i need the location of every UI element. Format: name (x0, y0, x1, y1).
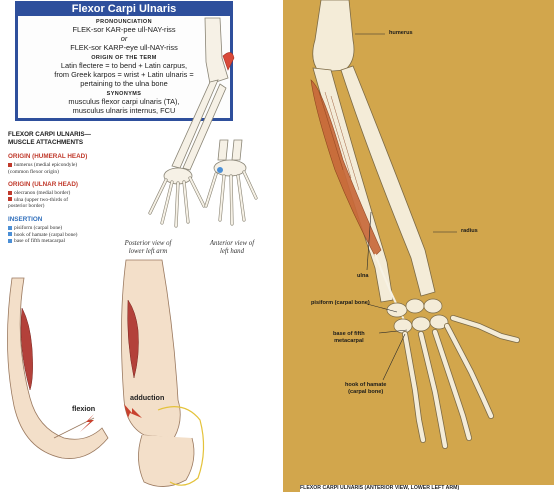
origin-humeral-heading: ORIGIN (HUMERAL HEAD) (8, 153, 88, 160)
label-pisiform: pisiform (carpal bone) (311, 300, 370, 306)
figure-footer: FLEXOR CARPI ULNARIS (ANTERIOR VIEW, LOW… (300, 485, 554, 492)
blue-bullet-icon (8, 238, 12, 243)
anterior-caption-line-1: Anterior view of (209, 240, 255, 247)
blue-bullet-icon (8, 232, 12, 237)
adduction-illustration (121, 259, 205, 487)
label-humerus: humerus (389, 30, 413, 36)
label-base-fifth-line-1: base of fifth (333, 331, 365, 337)
pronunciation-heading: PRONOUNCIATION (96, 19, 152, 25)
anterior-caption-line-2: left hand (220, 248, 244, 255)
synonyms-line-1: musculus flexor carpi ulnaris (TA), (68, 97, 180, 106)
origin-term-heading: ORIGIN OF THE TERM (91, 55, 157, 61)
synonyms-heading: SYNONYMS (106, 91, 142, 97)
label-hook-line-2: (carpal bone) (348, 388, 384, 395)
posterior-caption-line-1: Posterior view of (124, 240, 172, 247)
pronunciation-or: or (120, 34, 128, 43)
pronunciation-line-2: FLEK-sor KARP-eye ull-NAY-riss (70, 43, 178, 52)
flexion-arrow-icon (80, 414, 94, 432)
origin-term-line-2: from Greek karpos = wrist + Latin ulnari… (54, 70, 194, 79)
origin-ulnar-items: olecranon (medial border) ulna (upper tw… (8, 190, 71, 209)
adduction-label: adduction (130, 393, 165, 402)
red-bullet-icon (8, 190, 12, 195)
flexion-illustration (7, 277, 109, 459)
flexion-label: flexion (72, 404, 96, 413)
attachments-title-line-2: MUSCLE ATTACHMENTS (8, 138, 84, 146)
origin-term-line-3: pertaining to the ulna bone (80, 79, 168, 88)
posterior-arm-illustration (148, 17, 235, 228)
synonyms-line-2: musculus ulnaris internus, FCU (72, 106, 176, 115)
insertion-heading: INSERTION (8, 216, 43, 223)
label-ulna: ulna (357, 273, 369, 279)
label-hook-line-1: hook of hamate (345, 382, 387, 388)
label-radius: radius (461, 228, 478, 234)
red-bullet-icon (8, 162, 12, 167)
label-base-fifth-line-2: metacarpal (334, 337, 364, 344)
anterior-hand-illustration (204, 139, 258, 226)
left-panel: Flexor Carpi Ulnaris PRONOUNCIATION FLEK… (7, 1, 264, 487)
muscle-title: Flexor Carpi Ulnaris (15, 1, 233, 17)
anterior-caption: Anterior view of left hand (200, 240, 264, 256)
posterior-caption-line-2: lower left arm (128, 248, 168, 255)
red-bullet-icon (8, 197, 12, 202)
origin-ulnar-heading: ORIGIN (ULNAR HEAD) (8, 181, 78, 188)
pronunciation-line-1: FLEK-sor KAR-pee ull-NAY-riss (72, 25, 176, 34)
attachments-title: FLEXOR CARPI ULNARIS— MUSCLE ATTACHMENTS (8, 131, 128, 146)
forearm-bones-illustration (310, 0, 520, 449)
posterior-caption: Posterior view of lower left arm (108, 240, 188, 256)
blue-bullet-icon (8, 225, 12, 230)
label-hook-of-hamate: hook of hamate (carpal bone) (345, 382, 386, 395)
label-base-fifth-metacarpal: base of fifth metacarpal (333, 331, 365, 344)
adduction-arrow-icon (124, 404, 142, 418)
insertion-items: pisiform (carpal bone) hook of hamate (c… (8, 225, 118, 245)
right-panel: humerus radius ulna pisiform (carpal bon… (283, 0, 554, 492)
origin-humeral-item: humerus (medial epicondyle) (common flex… (8, 162, 78, 175)
origin-term-line-1: Latin flectere = to bend + Latin carpus, (60, 61, 188, 70)
attachments-title-line-1: FLEXOR CARPI ULNARIS— (8, 131, 91, 138)
info-box: PRONOUNCIATION FLEK-sor KAR-pee ull-NAY-… (15, 16, 233, 121)
